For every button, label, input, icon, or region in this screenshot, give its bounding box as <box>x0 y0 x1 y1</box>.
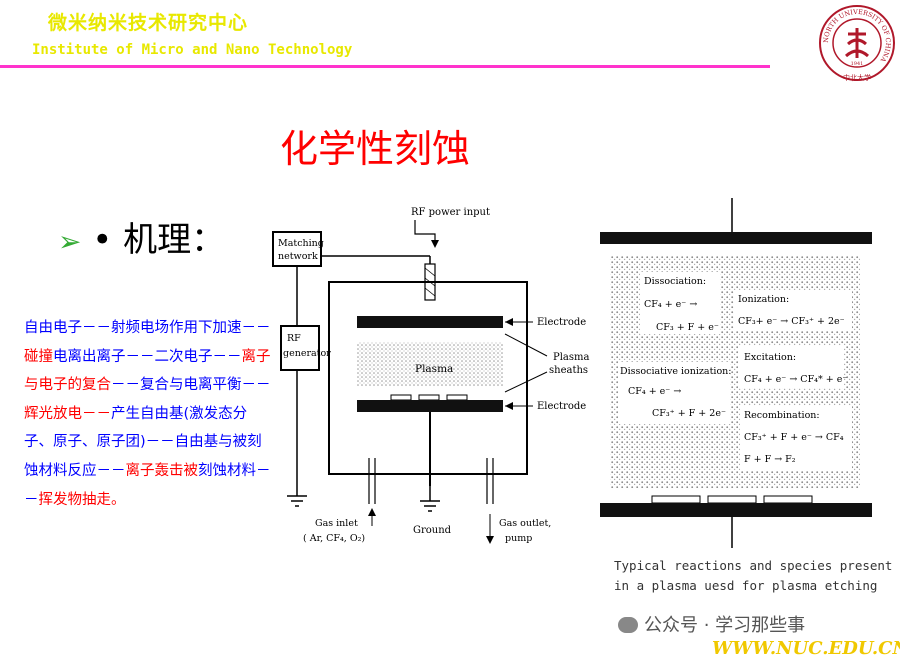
arrow-bullet-icon: ➢ <box>58 225 82 258</box>
excitation-line: CF₄ + e⁻ → CF₄* + e⁻ <box>744 374 847 385</box>
watermark: 公众号 · 学习那些事 <box>618 611 805 637</box>
rf-generator-label: generator <box>283 348 331 359</box>
caption-line: in a plasma uesd for plasma etching <box>614 578 878 593</box>
gas-inlet-label: Gas inlet <box>315 518 358 529</box>
mechanism-bullet: ➢ • 机理： <box>58 212 225 261</box>
slide-title: 化学性刻蚀 <box>280 127 471 171</box>
chamber-wall <box>328 281 528 475</box>
gas-outlet-label: Gas outlet, <box>499 518 551 529</box>
gas-outlet-label: pump <box>505 533 532 544</box>
top-electrode <box>357 316 503 328</box>
plasma-sheaths-label: sheaths <box>549 365 588 376</box>
university-url[interactable]: WWW.NUC.EDU.CN <box>712 638 900 659</box>
dot-bullet-icon: • <box>92 220 113 260</box>
mech-segment: 碰撞 <box>24 348 53 365</box>
ionization-title: Ionization: <box>738 294 789 305</box>
mech-segment: 挥发物抽走。 <box>38 491 126 508</box>
logo-year: 1941 <box>851 61 864 67</box>
caption-line: Typical reactions and species present <box>614 558 893 573</box>
rf-generator-label: RF <box>287 333 301 344</box>
logo-signature: 中北大学 <box>843 73 871 82</box>
mech-segment: 复合 <box>82 377 111 394</box>
excitation-title: Excitation: <box>744 352 796 363</box>
rf-generator-box <box>280 325 320 371</box>
dissociation-line: CF₄ + e⁻ → <box>644 299 697 310</box>
plasma-region <box>357 342 503 386</box>
mech-segment: 离子与电子的 <box>24 348 271 394</box>
electrode-bottom-label: Electrode <box>537 401 586 412</box>
mech-segment: 自由电子－－射频电场作用下加速－－ <box>24 320 271 336</box>
reactor-diagram: RF power input Matching network RF gener… <box>272 207 590 544</box>
recombination-title: Recombination: <box>744 410 820 421</box>
mechanism-text: 自由电子－－射频电场作用下加速－－ 碰撞电离出离子－－二次电子－－离子与电子的复合… <box>24 314 274 514</box>
recombination-line: CF₃⁺ + F + e⁻ → CF₄ <box>744 432 844 443</box>
bullet-label: 机理： <box>123 220 226 260</box>
gas-inlet-label: ( Ar, CF₄, O₂) <box>303 533 365 544</box>
dissociative-ionization-line: CF₄ + e⁻ → <box>628 386 681 397</box>
dissociation-line: CF₃ + F + e⁻ <box>656 322 719 333</box>
wechat-icon <box>618 617 638 633</box>
matching-network-label: network <box>278 251 318 262</box>
watermark-text: 公众号 · 学习那些事 <box>644 615 806 636</box>
mech-segment: 产生自由基(激发态分子、原子、原子团)－ <box>24 405 248 451</box>
top-electrode <box>600 232 872 244</box>
dissociation-title: Dissociation: <box>644 276 706 287</box>
university-logo: NORTH UNIVERSITY OF CHINA 1941 中北大学 <box>819 5 895 82</box>
ground-label: Ground <box>413 525 452 536</box>
ionization-line: CF₃+ e⁻ → CF₃⁺ + 2e⁻ <box>738 316 845 327</box>
institute-name-en: Institute of Micro and Nano Technology <box>32 42 353 58</box>
institute-name-cn: 微米纳米技术研究中心 <box>48 12 249 34</box>
mech-segment: 离子轰击被 <box>125 462 199 479</box>
mech-segment: 电离出离子－－二次电子－－ <box>53 348 242 365</box>
header-divider <box>0 65 770 68</box>
mech-segment: －自由基与被刻蚀材料反应－－ <box>24 434 262 479</box>
dissociative-ionization-title: Dissociative ionization: <box>620 366 732 377</box>
matching-network-label: Matching <box>278 238 324 249</box>
mech-segment: 刻蚀材料－－ <box>24 462 271 508</box>
electrode-top-label: Electrode <box>537 317 586 328</box>
bottom-electrode <box>600 503 872 517</box>
mech-segment: －－复合与电离平衡－－ <box>111 377 271 394</box>
dissociative-ionization-line: CF₃⁺ + F + 2e⁻ <box>652 408 726 419</box>
bottom-electrode <box>357 400 503 412</box>
recombination-line: F + F → F₂ <box>744 454 796 465</box>
plasma-sheaths-label: Plasma <box>553 352 590 363</box>
plasma-label: Plasma <box>415 363 453 375</box>
reactions-diagram: Dissociation: CF₄ + e⁻ → CF₃ + F + e⁻ Io… <box>600 198 872 548</box>
rf-power-input-label: RF power input <box>411 207 490 218</box>
mech-segment: 辉光放电－－ <box>24 405 111 422</box>
figure-caption: Typical reactions and species present in… <box>614 556 892 596</box>
